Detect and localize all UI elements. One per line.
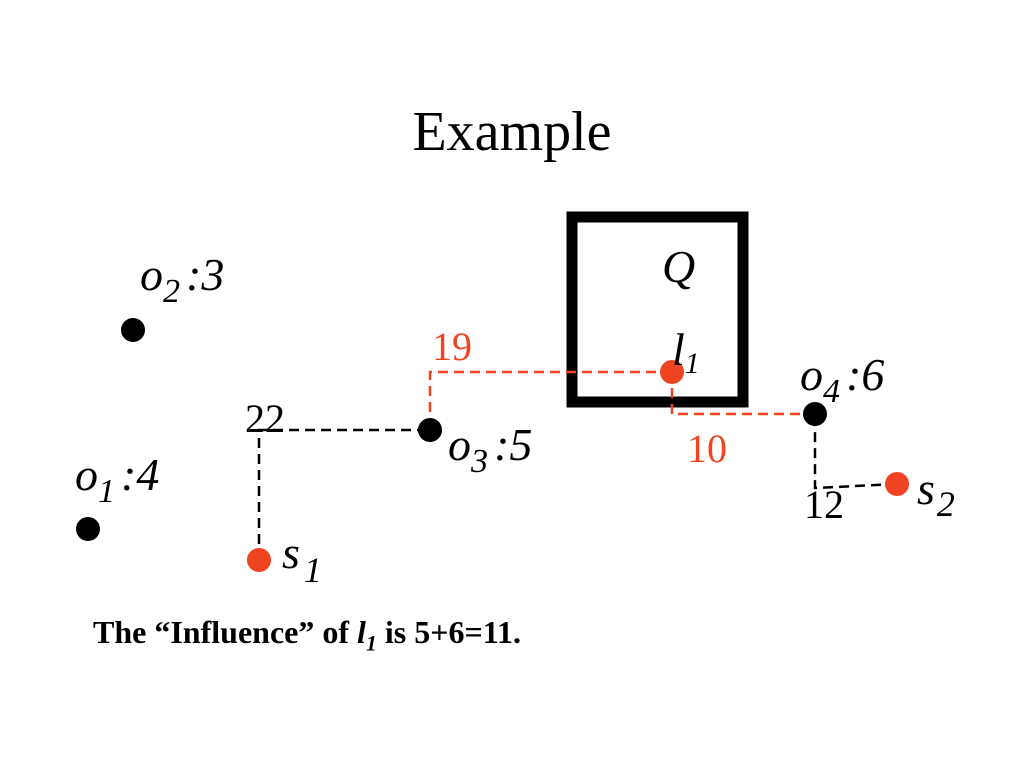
object-label-o2: o2:3 <box>140 249 224 310</box>
object-point-o3 <box>418 418 442 442</box>
object-label-o1: o1:4 <box>75 449 159 510</box>
influence-caption: The “Influence” of l1 is 5+6=11. <box>93 614 521 656</box>
caption-suffix: is 5+6=11. <box>376 614 521 650</box>
site-label-l1: l1 <box>672 324 700 380</box>
site-label-s2: s2 <box>917 463 955 524</box>
object-label-o4: o4:6 <box>800 349 884 410</box>
site-point-s2 <box>885 472 909 496</box>
distance-label-10: 10 <box>687 426 727 471</box>
object-point-o1 <box>76 517 100 541</box>
caption-site: l1 <box>357 614 377 656</box>
query-region-box <box>566 211 749 408</box>
path-s2-o4 <box>813 414 898 490</box>
slide-title: Example <box>412 101 612 163</box>
caption-prefix: The “Influence” of <box>93 614 357 650</box>
site-point-s1 <box>247 548 271 572</box>
object-label-o3: o3:5 <box>448 419 532 480</box>
path-l1-o3 <box>428 370 672 430</box>
query-region-label: Q <box>662 241 695 292</box>
site-point-l1 <box>660 360 684 384</box>
object-point-o4 <box>803 402 827 426</box>
distance-label-19: 19 <box>432 324 472 369</box>
distance-label-12: 12 <box>804 482 844 527</box>
distance-label-22: 22 <box>245 396 285 441</box>
object-point-o2 <box>121 318 145 342</box>
path-l1-o4 <box>670 372 815 416</box>
path-s1-o3 <box>257 428 430 560</box>
